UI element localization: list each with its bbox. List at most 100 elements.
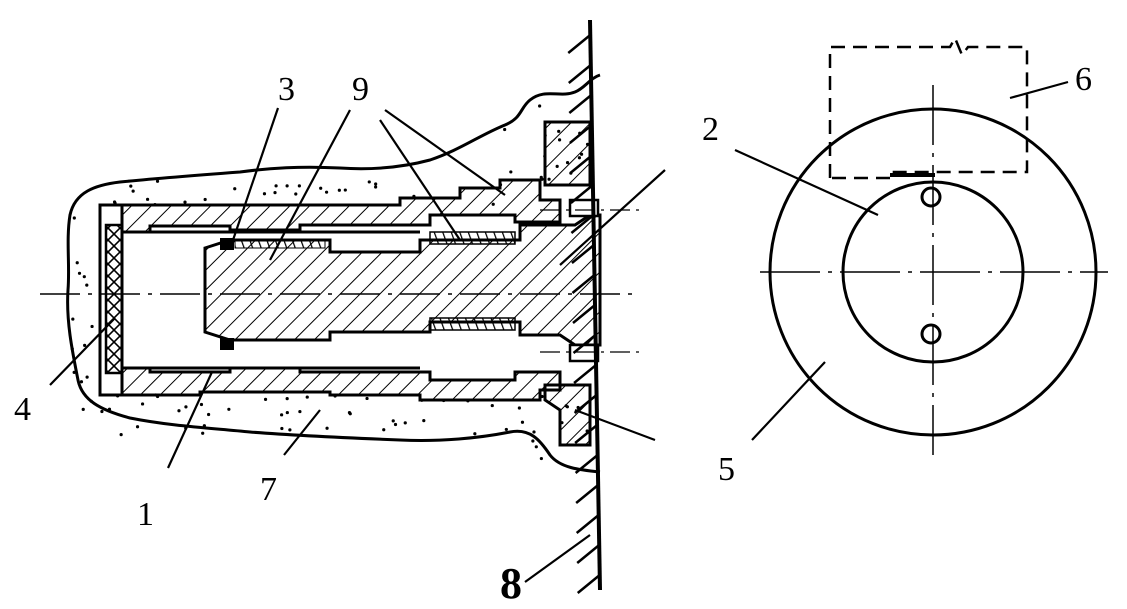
callout-8: 8 <box>500 559 522 608</box>
wall-hatch-tick <box>571 274 596 294</box>
seal-ring <box>220 238 234 250</box>
callout-1: 1 <box>137 496 154 533</box>
speckle <box>273 191 277 195</box>
speckle <box>490 403 494 408</box>
speckle <box>319 186 323 190</box>
speckle <box>81 407 85 411</box>
speckle <box>71 317 75 321</box>
speckle <box>89 399 93 403</box>
speckle <box>365 396 369 401</box>
speckle <box>288 428 292 432</box>
speckle <box>297 184 301 188</box>
speckle <box>325 426 329 430</box>
speckle <box>534 445 538 449</box>
speckle <box>285 397 289 401</box>
speckle <box>367 180 371 184</box>
embedding-compound-outline <box>66 73 601 474</box>
speckle <box>85 375 89 379</box>
speckle <box>207 412 211 417</box>
speckle <box>202 424 206 428</box>
wall-bolt-upper <box>568 198 600 218</box>
speckle <box>262 192 267 196</box>
wall-hatch-tick <box>571 244 595 264</box>
speckle <box>473 432 477 436</box>
wall-hatch-tick <box>575 484 599 504</box>
speckle <box>532 430 536 434</box>
wall-hatch-tick <box>573 364 597 384</box>
leader-lines-front <box>734 80 1069 441</box>
dashed-enclosure <box>828 35 1029 180</box>
wall-hatching <box>567 34 601 594</box>
speckle <box>285 184 289 188</box>
wall-hatch-tick <box>569 154 594 174</box>
callout-6: 6 <box>1075 61 1092 98</box>
speckle <box>531 439 535 443</box>
speckle <box>517 406 521 410</box>
speckle <box>72 370 76 375</box>
wall-hatch-tick <box>572 334 597 354</box>
speckle <box>391 419 395 423</box>
speckle <box>79 380 84 384</box>
speckle <box>374 185 378 189</box>
speckle <box>233 187 237 191</box>
wall-hatch-tick <box>576 544 601 564</box>
callout-2: 2 <box>702 111 719 148</box>
speckle <box>504 427 508 432</box>
speckle <box>285 410 289 415</box>
wall-hatch-tick <box>570 214 595 234</box>
speckle <box>70 347 74 351</box>
hole-top <box>920 186 942 208</box>
speckle <box>72 216 76 220</box>
speckle <box>263 397 268 401</box>
speckle <box>100 409 104 414</box>
speckle <box>107 407 112 411</box>
speckle <box>324 190 329 194</box>
speckle <box>177 409 181 413</box>
speckle <box>538 104 542 108</box>
speckle <box>294 192 298 196</box>
speckle <box>348 412 352 416</box>
hole-bottom <box>920 323 942 345</box>
thread-upper <box>429 231 516 245</box>
speckle <box>280 426 284 431</box>
wall-hatch-tick <box>567 64 592 84</box>
callout-9: 9 <box>352 71 369 108</box>
speckle <box>201 431 205 435</box>
speckle <box>85 283 89 287</box>
wall-hatch-tick <box>567 34 592 54</box>
wall-hatch-tick <box>576 574 601 594</box>
speckle <box>539 456 543 461</box>
speckle <box>422 419 426 423</box>
speckle <box>274 184 278 188</box>
end-cap <box>104 223 124 375</box>
speckle <box>140 402 145 406</box>
speckle <box>337 188 341 192</box>
callout-5: 5 <box>718 451 735 488</box>
section-view <box>40 19 640 594</box>
wall-flange <box>543 120 592 447</box>
speckle <box>131 189 135 193</box>
speckle <box>199 402 204 407</box>
wall-hatch-tick <box>575 514 600 534</box>
speckle <box>90 324 94 329</box>
speckle <box>298 409 302 414</box>
inner-bore <box>122 230 420 370</box>
speckle <box>155 179 160 183</box>
speckle <box>343 188 347 192</box>
speckle <box>83 343 87 347</box>
central-spindle <box>203 213 602 347</box>
speckle <box>135 425 140 429</box>
speckle <box>503 127 507 132</box>
speckle <box>305 395 309 399</box>
speckle <box>509 170 513 174</box>
seal-ring-lower <box>220 338 234 350</box>
callout-7: 7 <box>260 471 277 508</box>
speckle <box>77 271 82 275</box>
speckle <box>184 405 188 409</box>
speckle <box>520 420 525 424</box>
speckle <box>119 433 123 437</box>
wall-hatch-tick <box>573 394 598 414</box>
speckle <box>374 182 378 186</box>
speckle <box>75 261 79 265</box>
